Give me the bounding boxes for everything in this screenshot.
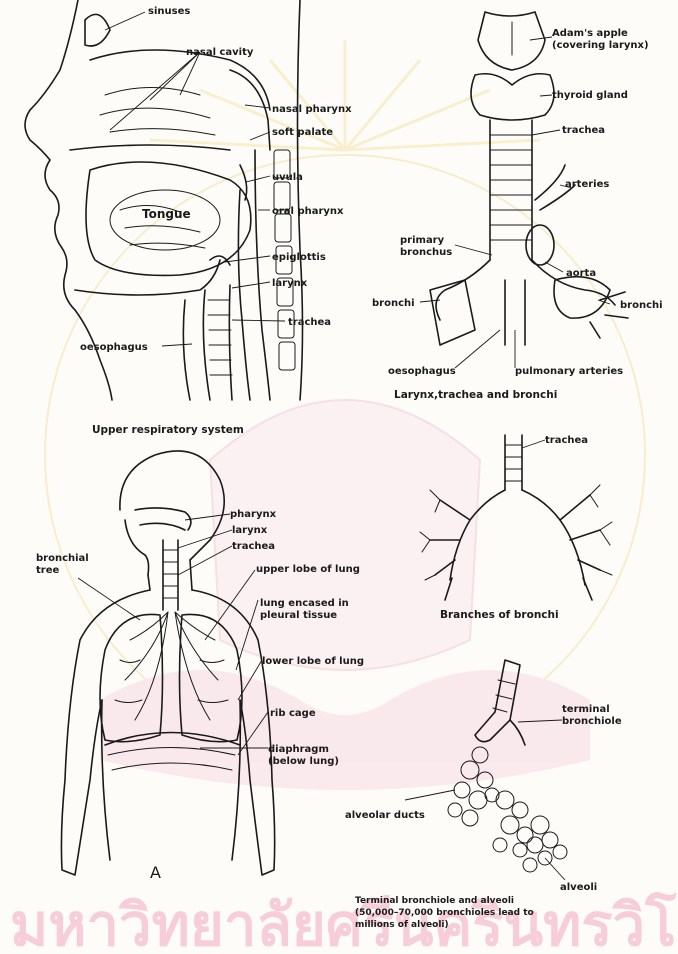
label-rib-cage: rib cage <box>270 708 316 719</box>
label-nasal-cavity: nasal cavity <box>186 47 254 58</box>
label-trachea-2: trachea <box>562 125 605 136</box>
caption-upper-respiratory: Upper respiratory system <box>92 424 244 436</box>
caption-larynx-trachea: Larynx,trachea and bronchi <box>394 389 557 401</box>
watermark-seal <box>45 40 645 790</box>
label-alveoli: alveoli <box>560 882 597 893</box>
label-alveolar-ducts: alveolar ducts <box>345 810 425 821</box>
caption-alveoli-2: (50,000–70,000 bronchioles lead to <box>355 908 534 918</box>
upper-respiratory-labels: sinuses nasal cavity nasal pharynx soft … <box>80 6 352 436</box>
label-pharynx: pharynx <box>230 509 277 520</box>
label-upper-lobe: upper lobe of lung <box>256 564 360 575</box>
label-larynx: larynx <box>272 278 308 289</box>
label-diaphragm: diaphragm <box>268 744 329 755</box>
caption-alveoli-3: millions of alveoli) <box>355 920 449 930</box>
label-soft-palate: soft palate <box>272 127 333 138</box>
label-adams-apple: Adam's apple <box>552 28 628 39</box>
figure-letter: A <box>150 863 161 882</box>
label-uvula: uvula <box>272 172 303 183</box>
label-trachea: trachea <box>288 317 331 328</box>
label-trachea-4: trachea <box>545 435 588 446</box>
label-sinuses: sinuses <box>148 6 190 17</box>
label-arteries: arteries <box>565 179 609 190</box>
label-bronchiole: bronchiole <box>562 716 622 727</box>
label-pulmonary-arteries: pulmonary arteries <box>515 366 623 377</box>
larynx-trachea-drawing <box>420 12 628 368</box>
label-terminal: terminal <box>562 704 610 715</box>
label-tongue: Tongue <box>142 207 191 221</box>
label-thyroid-gland: thyroid gland <box>552 90 628 101</box>
label-below-lung: (below lung) <box>268 756 339 767</box>
label-primary: primary <box>400 235 445 246</box>
upper-respiratory-drawing <box>25 0 303 400</box>
label-lung-encased: lung encased in <box>260 598 349 609</box>
label-pleural-tissue: pleural tissue <box>260 610 337 621</box>
label-larynx-2: larynx <box>232 525 268 536</box>
label-bronchi-right: bronchi <box>620 300 663 311</box>
label-nasal-pharynx: nasal pharynx <box>272 104 352 115</box>
label-tree: tree <box>36 565 59 576</box>
label-epiglottis: epiglottis <box>272 252 326 263</box>
label-bronchial: bronchial <box>36 553 89 564</box>
watermark-text: มหาวิทยาลัยศรีนครินทรวิโรฒ <box>10 890 678 954</box>
label-oesophagus-2: oesophagus <box>388 366 456 377</box>
caption-alveoli-1: Terminal bronchiole and alveoli <box>355 896 514 906</box>
caption-bronchi-branches: Branches of bronchi <box>440 609 559 621</box>
label-trachea-3: trachea <box>232 541 275 552</box>
label-oesophagus: oesophagus <box>80 342 148 353</box>
label-bronchus: bronchus <box>400 247 452 258</box>
label-lower-lobe: lower lobe of lung <box>262 656 364 667</box>
label-bronchi-left: bronchi <box>372 298 415 309</box>
label-oral-pharynx: oral pharynx <box>272 206 344 217</box>
label-aorta: aorta <box>566 268 596 279</box>
larynx-trachea-labels: Adam's apple (covering larynx) thyroid g… <box>372 28 663 401</box>
label-adams-apple-note: (covering larynx) <box>552 40 649 51</box>
